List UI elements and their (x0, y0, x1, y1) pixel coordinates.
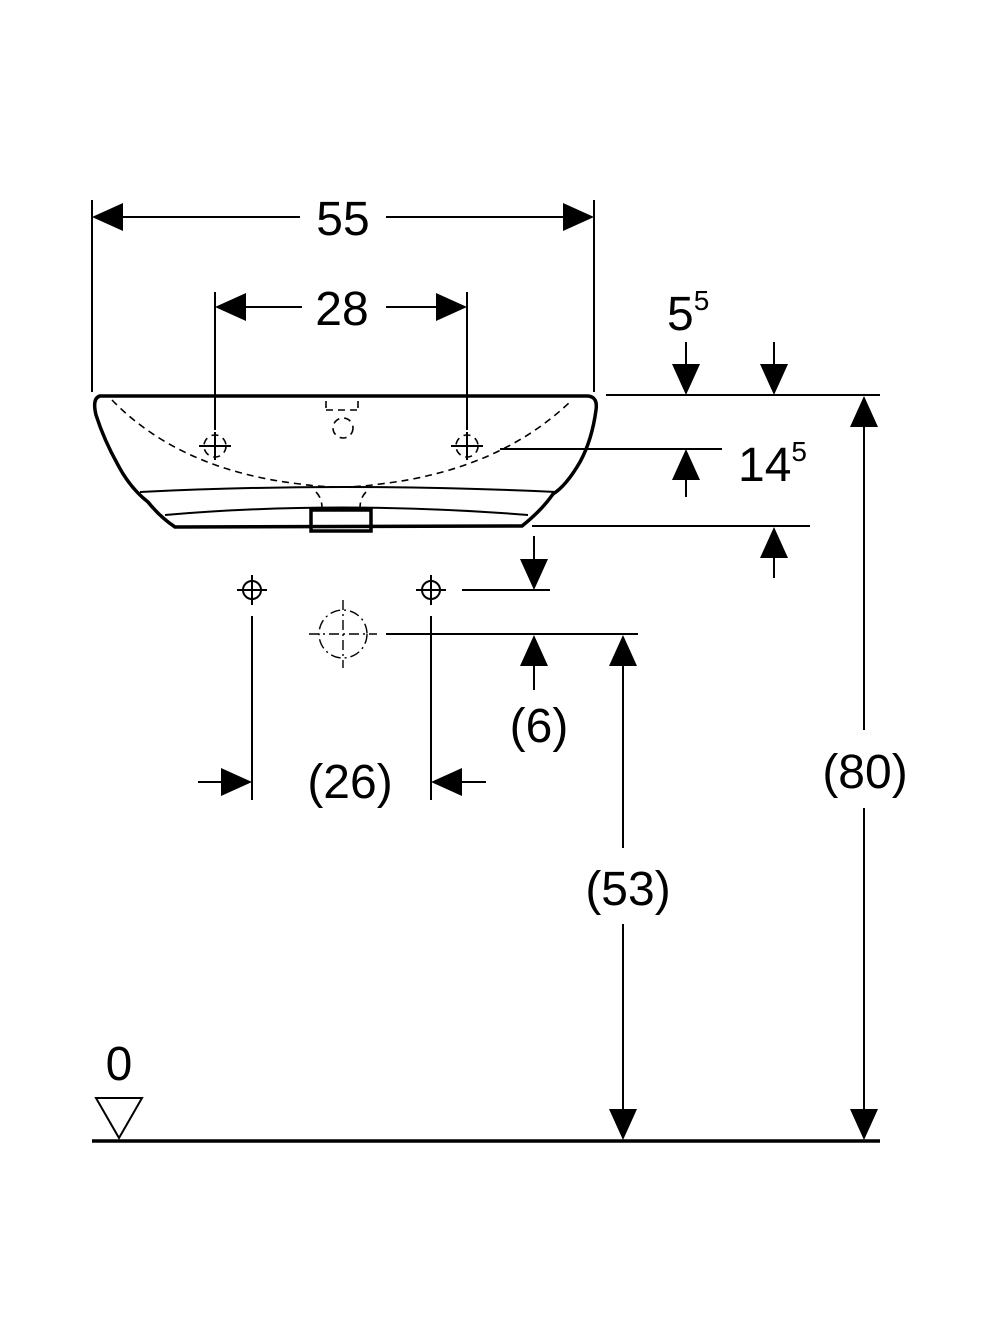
dimension-underside (532, 525, 810, 578)
arrow-left-icon (215, 293, 246, 321)
rim-height-label: (80) (822, 746, 907, 799)
arrow-up-icon (850, 396, 878, 427)
tap-hole-right (451, 432, 483, 460)
floor-level-marker-icon (94, 1097, 144, 1141)
dimension-drain-height: (53) (585, 635, 671, 1140)
arrow-left-icon (92, 203, 123, 231)
dimension-rim-thickness: 55 (606, 285, 880, 396)
rim-thickness-label: 55 (667, 285, 709, 341)
floor-level-label: 0 (106, 1038, 133, 1091)
dimension-overall-width: 55 (91, 193, 595, 392)
drain-outlet (309, 508, 373, 533)
arrow-down-icon (760, 364, 788, 395)
drain-connection (309, 600, 377, 668)
washbasin-profile (92, 394, 599, 533)
tap-to-rim-label: 145 (738, 436, 807, 492)
arrow-right-icon (221, 768, 252, 796)
arrow-down-icon (850, 1109, 878, 1140)
supply-left (237, 575, 267, 800)
arrow-down-icon (672, 364, 700, 395)
dimension-supply-spacing: (26) (198, 756, 486, 809)
dimension-tap-hole-spacing: 28 (214, 283, 468, 430)
arrow-right-icon (563, 203, 594, 231)
arrow-right-icon (436, 293, 467, 321)
drain-height-label: (53) (585, 863, 670, 916)
arrow-up-icon (609, 635, 637, 666)
arrow-left-icon (431, 768, 462, 796)
arrow-up-icon (672, 449, 700, 480)
dimension-supply-drop: (6) (386, 536, 638, 753)
dimension-rim-height: (80) (822, 396, 908, 1140)
supply-right (416, 575, 446, 800)
tap-hole-spacing-label: 28 (315, 283, 368, 336)
dimension-tap-to-rim: 145 (500, 436, 807, 497)
arrow-down-icon (609, 1109, 637, 1140)
overflow-hole (332, 417, 354, 439)
arrow-down-icon (520, 559, 548, 590)
tap-hole-left (199, 432, 231, 460)
arrow-up-icon (520, 635, 548, 666)
supply-drop-label: (6) (510, 700, 569, 753)
supply-spacing-label: (26) (307, 756, 392, 809)
arrow-up-icon (760, 527, 788, 558)
overall-width-label: 55 (316, 193, 369, 246)
floor-level: 0 (92, 1038, 880, 1143)
